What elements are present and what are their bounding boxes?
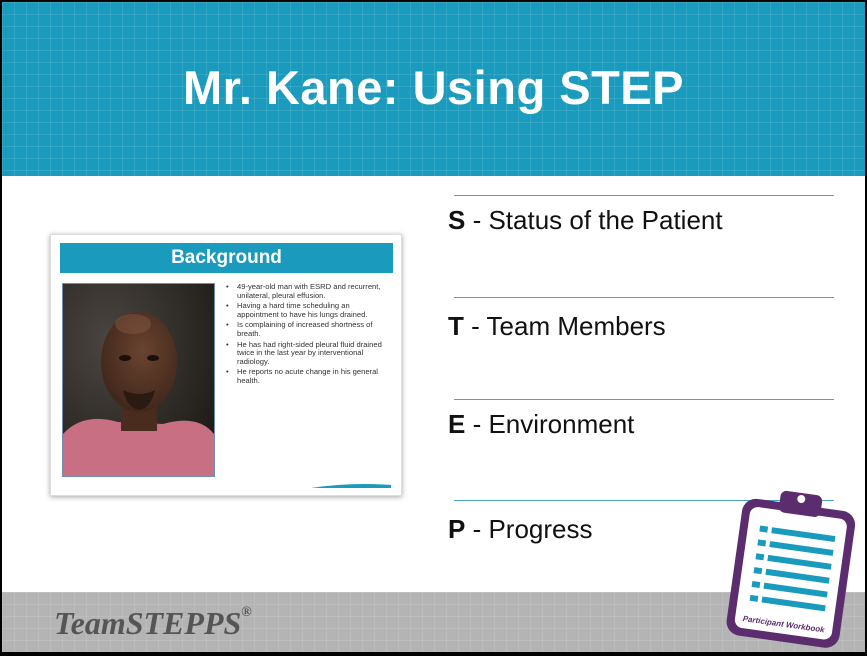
bullet-item: He reports no acute change in his genera… (223, 367, 391, 385)
divider-line (454, 195, 834, 196)
step-label: - Status of the Patient (465, 205, 723, 235)
step-item-environment: E - Environment (448, 409, 634, 440)
patient-photo-image (63, 284, 214, 476)
bullet-item: Is complaining of increased shortness of… (223, 321, 391, 338)
clipboard-workbook-icon: Participant Workbook (726, 490, 856, 648)
step-letter: T (448, 311, 464, 341)
step-letter: S (448, 205, 466, 235)
teamstepps-logo: TeamSTEPPS® (54, 605, 252, 642)
step-label: - Environment (465, 409, 635, 439)
divider-line (454, 297, 834, 298)
swoosh-decoration-icon (311, 484, 391, 488)
step-item-team: T - Team Members (448, 311, 666, 342)
thumbnail-title: Background (60, 243, 393, 273)
step-letter: E (448, 409, 466, 439)
patient-photo (62, 283, 215, 477)
divider-line (454, 500, 834, 501)
slide-title: Mr. Kane: Using STEP (183, 61, 684, 114)
step-item-status: S - Status of the Patient (448, 205, 723, 236)
brand-text: TeamSTEPPS (54, 605, 242, 641)
background-bullet-list: 49-year-old man with ESRD and recurrent,… (223, 282, 391, 388)
title-banner: Mr. Kane: Using STEP (2, 2, 865, 176)
bullet-item: He has had right-sided pleural fluid dra… (223, 340, 391, 367)
step-letter: P (448, 514, 466, 544)
background-slide-thumbnail: Background (50, 234, 402, 496)
bullet-item: Having a hard time scheduling an appoint… (223, 301, 391, 319)
step-label: - Team Members (463, 311, 666, 341)
step-item-progress: P - Progress (448, 514, 593, 545)
footer-bar (2, 592, 865, 652)
registered-mark: ® (241, 605, 252, 620)
bullet-item: 49-year-old man with ESRD and recurrent,… (223, 282, 391, 300)
step-label: - Progress (465, 514, 593, 544)
divider-line (454, 399, 834, 400)
